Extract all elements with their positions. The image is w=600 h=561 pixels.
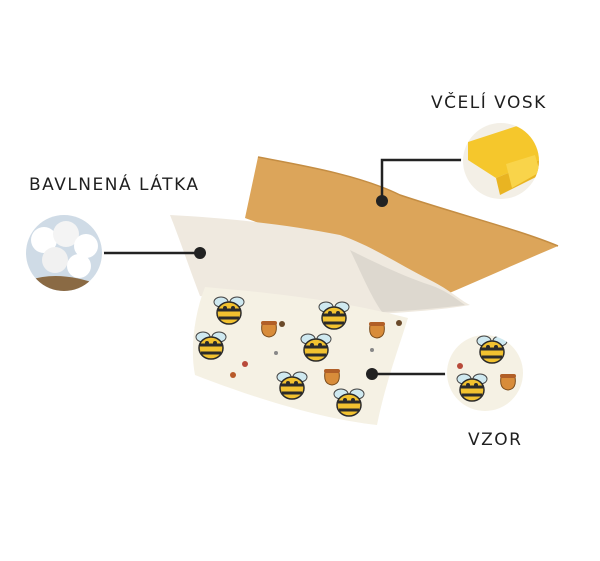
- cotton-balls-photo: [26, 215, 102, 291]
- pattern-sheet: [192, 287, 408, 425]
- wax-sheet: [245, 157, 558, 300]
- pattern-callout: [366, 333, 525, 413]
- beeswax-label: VČELÍ VOSK: [431, 93, 547, 113]
- bee-pattern-closeup: [447, 335, 523, 411]
- cotton-callout: [24, 213, 206, 293]
- beeswax-block-photo: [463, 123, 539, 199]
- beeswax-callout: [376, 121, 541, 207]
- pattern-label: VZOR: [468, 430, 523, 450]
- cotton-fabric-label: BAVLNENÁ LÁTKA: [29, 175, 200, 195]
